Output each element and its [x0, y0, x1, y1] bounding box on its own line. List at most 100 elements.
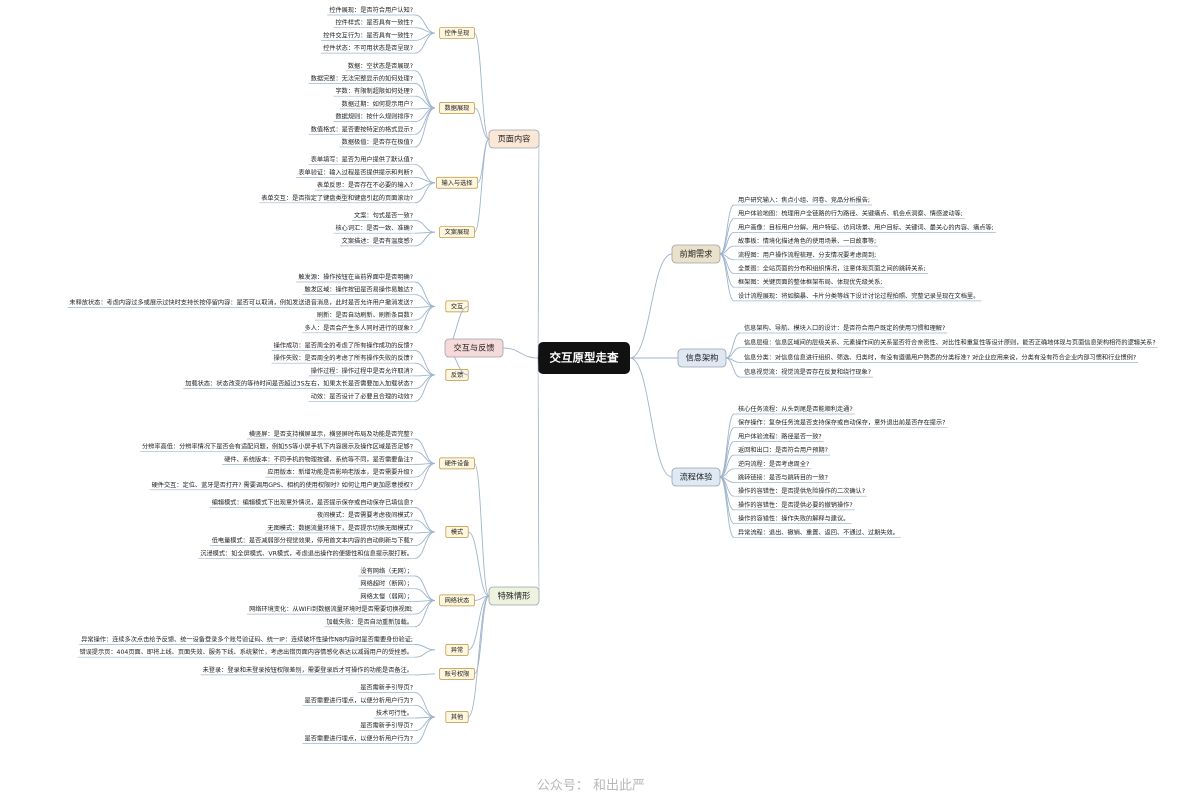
- leaf-text: 是否需要进行埋点，以便分析用户行为?: [305, 734, 413, 742]
- leaf-text: 数据极值：是否存在极值?: [342, 138, 413, 146]
- leaf-text: 全景图：全站页面的分布和组织情况，注意体现页面之间的跳转关系;: [738, 265, 926, 273]
- main-connector: [629, 357, 673, 478]
- leaf-text: 数据规则：按什么规则排序?: [335, 113, 413, 121]
- leaf-text: 表单反思：是否存在不必要的输入?: [317, 181, 413, 189]
- leaf-connector: [414, 462, 436, 491]
- leaf-connector: [414, 305, 436, 334]
- leaf-text: 硬件交互：定位、蓝牙是否打开? 需要调用GPS、相机的使用权限时? 如何让用户更…: [152, 481, 413, 489]
- leaf-connector: [414, 588, 436, 601]
- leaf-text: 夜间模式：是否需要考虑夜间模式?: [317, 511, 413, 519]
- leaf-text: 信息分类：对信息信息进行组织、筛选、归类时，有没有遵循用户熟悉的分类标准? 对企…: [744, 353, 1136, 361]
- leaf-connector: [414, 599, 436, 615]
- leaf-connector: [414, 305, 436, 321]
- leaf-connector: [719, 476, 735, 538]
- leaf-connector: [414, 519, 436, 533]
- leaf-connector: [414, 220, 436, 233]
- main-node-label: 前期需求: [680, 249, 713, 259]
- leaf-text: 框架图：关键页面的整体框架布局、体现优先级关系;: [738, 278, 882, 286]
- leaf-text: 是否需要进行埋点，以便分析用户行为?: [305, 696, 413, 704]
- leaf-connector: [719, 413, 735, 478]
- leaf-text: 硬件、系统版本：不同手机的物理按键、系统等不同，是否需要备注?: [224, 455, 413, 463]
- leaf-text: 网络超时（断网）；: [360, 580, 413, 588]
- leaf-text: 是否需新手引导页?: [360, 684, 413, 692]
- subgroup-label: 控件呈现: [445, 29, 470, 37]
- subgroup-connector: [467, 595, 490, 651]
- leaf-text: 沉浸模式：如全屏模式、VR模式，考虑退出操作的便捷性和信息提示脱打断。: [200, 549, 413, 557]
- leaf-text: 操作的容错性：是否提供危险操作的二次确认?: [738, 487, 865, 495]
- subgroup-connector: [473, 462, 490, 597]
- leaf-text: 用户体验地图：梳理用户全链路的行为路径、关键痛点、机会点洞察、情感波动等;: [738, 210, 963, 218]
- leaf-connector: [414, 462, 436, 478]
- leaf-text: 是否需新手引导页?: [360, 722, 413, 730]
- root-node[interactable]: 交互原型走查: [538, 342, 630, 374]
- leaf-text: 横竖屏：是否支持横屏显示，横竖屏时布局及功能是否完整?: [249, 430, 413, 438]
- leaf-text: 流程图：用户操作流程梳理、分支情况要考虑周到;: [738, 251, 876, 259]
- leaf-connector: [414, 374, 436, 390]
- leaf-connector: [414, 531, 436, 559]
- leaf-text: 用户体验流程：路径是否一致?: [738, 432, 822, 440]
- leaf-connector: [414, 374, 436, 402]
- main-connector: [537, 357, 540, 597]
- leaf-text: 用户画像：目标用户分解、用户特征、访问场景、用户目标、关键词、最关心的内容、痛点…: [738, 223, 994, 231]
- leaf-connector: [725, 332, 741, 359]
- leaf-text: 设计流程展现：将如脑暴、卡片分类等线下设计讨论过程拍照、完整记录呈现在文档里。: [738, 292, 979, 300]
- subgroup-connector: [474, 107, 490, 140]
- subgroup-label: 交互: [451, 302, 463, 310]
- main-node-label: 交互与反馈: [454, 343, 495, 353]
- leaf-text: 数据：空状态是否展现?: [348, 62, 413, 70]
- leaf-connector: [414, 231, 436, 247]
- watermark-text: 公众号： 和出此严: [537, 779, 645, 794]
- leaf-text: 字数：有限制超限如何处理?: [335, 87, 413, 95]
- subgroup-label: 输入与选择: [442, 179, 474, 187]
- leaf-text: 控件交互行为：是否具有一致性?: [323, 31, 413, 39]
- leaf-connector: [414, 70, 436, 109]
- subgroup-label: 账号权限: [445, 670, 470, 678]
- leaf-text: 操作成功：是否周全的考虑了所有操作成功的反馈?: [274, 342, 413, 350]
- leaf-text: 没有网络（无网）；: [360, 567, 413, 575]
- leaf-text: 返回和出口：是否符合用户预期?: [738, 446, 828, 454]
- leaf-connector: [719, 476, 735, 525]
- leaf-text: 操作过程：操作过程中是否允许取消?: [311, 367, 413, 375]
- leaf-connector: [414, 716, 436, 744]
- leaf-text: 网络太慢（弱网）；: [360, 592, 413, 600]
- leaf-connector: [414, 507, 436, 533]
- leaf-text: 低电量模式：是否减弱部分视觉效果，停用首文本内容的自动刷新与下载?: [212, 537, 413, 545]
- leaf-connector: [414, 451, 436, 464]
- leaf-connector: [414, 649, 436, 658]
- subgroup-label: 数据展现: [445, 104, 470, 112]
- leaf-connector: [414, 83, 436, 109]
- leaf-connector: [414, 531, 436, 547]
- subgroup-label: 其他: [451, 713, 463, 721]
- leaf-text: 文案描述：是否有温度感?: [342, 237, 413, 245]
- leaf-text: 加载状态：状态改变的等待时间是否超过3S左右，如果太长是否需要加入加载状态?: [185, 380, 413, 388]
- root-box[interactable]: [538, 342, 630, 374]
- leaf-connector: [414, 107, 436, 148]
- leaf-text: 信息架构、导航、模块入口的设计：是否符合用户既定的使用习惯和理解?: [744, 324, 945, 332]
- leaf-text: 触发源：操作按钮在当前界面中是否明确?: [298, 273, 413, 281]
- main-connector: [629, 253, 673, 359]
- subgroup-label: 网络状态: [445, 596, 470, 604]
- leaf-connector: [414, 281, 436, 307]
- leaf-text: 异常操作：连续多次点击给予反馈、统一设备登录多个账号验证码、统一IP：连续破坏性…: [81, 636, 413, 644]
- leaf-text: 动效：是否设计了必要且合理的动效?: [311, 392, 413, 400]
- root-label: 交互原型走查: [550, 351, 619, 365]
- subgroup-connector: [467, 531, 490, 597]
- leaf-text: 文案：句式是否一致?: [354, 212, 413, 220]
- main-node-label: 特殊情形: [498, 591, 531, 601]
- leaf-text: 多人：是否会产生多人同时进行的现象?: [305, 324, 413, 332]
- main-connector: [537, 138, 540, 359]
- leaf-text: 逆向流程：是否考虑周全?: [738, 460, 809, 468]
- leaf-text: 无图模式：数据流量环境下，是否提示切换无图模式?: [267, 524, 413, 532]
- leaf-text: 表单填写：是否为用户提供了默认值?: [311, 156, 413, 164]
- leaf-connector: [414, 107, 436, 123]
- leaf-text: 保存操作：复杂任务流是否支持保存或自动保存，意外退出前是否存在提示?: [738, 419, 945, 427]
- leaf-connector: [414, 182, 436, 204]
- leaf-connector: [414, 362, 436, 376]
- leaf-text: 控件状态：不可用状态是否呈现?: [323, 44, 413, 52]
- main-node-label: 页面内容: [498, 134, 531, 144]
- leaf-connector: [414, 350, 436, 376]
- leaf-text: 表单交互：是否指定了键盘类型和键盘引起的页面滚动?: [261, 194, 413, 202]
- leaf-text: 信息视觉流：视觉流是否存在反复和绕行现象?: [744, 368, 871, 376]
